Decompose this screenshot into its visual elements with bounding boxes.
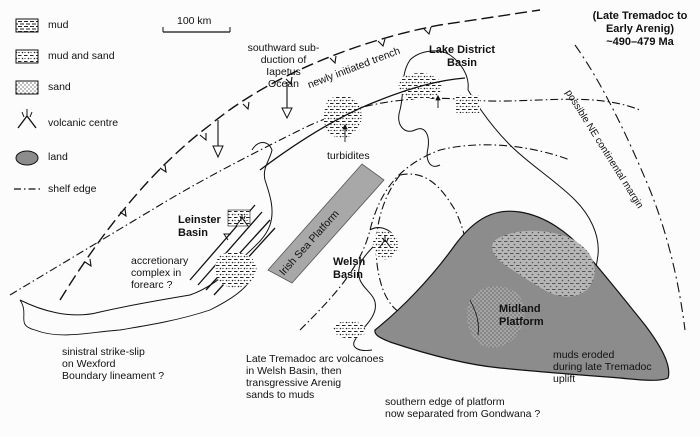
- muds-eroded-label: muds eroded during late Tremadoc uplift: [553, 349, 652, 385]
- turbidites-label: turbidites: [327, 150, 370, 162]
- age-label: (Late Tremadoc to Early Arenig) ~490–479…: [592, 10, 688, 48]
- sinistral-label: sinistral strike-slip on Wexford Boundar…: [62, 346, 165, 382]
- scale-bar-line: [162, 27, 231, 33]
- midland-platform-land: [374, 210, 670, 381]
- coast-wales: [353, 244, 376, 351]
- legend-volcanic-icon: [17, 109, 37, 129]
- sediment-patch-welsh: [372, 230, 398, 260]
- legend: [14, 18, 40, 190]
- subduction-arrowhead-2: [212, 145, 224, 159]
- southern-edge-label: southern edge of platform now separated …: [385, 396, 541, 420]
- midland-sand-patch: [466, 286, 525, 348]
- legend-label-land: land: [48, 151, 68, 163]
- midland-platform-label: Midland Platform: [499, 303, 544, 328]
- coast-ireland-south: [19, 279, 251, 336]
- scale-bar-label: 100 km: [177, 15, 212, 27]
- midland-river: [469, 299, 479, 336]
- lake-district-label: Lake District Basin: [428, 44, 496, 69]
- legend-label-mud-sand: mud and sand: [48, 50, 115, 62]
- accretionary-label: accretionary complex in forearc ?: [131, 255, 189, 291]
- lake-district-fault: [259, 77, 466, 171]
- midland-mudsand-patch: [492, 230, 595, 297]
- legend-label-mud: mud: [48, 19, 69, 31]
- legend-swatch-sand: [15, 80, 39, 95]
- legend-swatch-mud-sand: [15, 49, 39, 64]
- continental-margin-line: [574, 44, 686, 331]
- sediment-patch-welsh-south: [333, 320, 366, 339]
- trench-barbs: [84, 26, 432, 268]
- irish-sea-platform: [267, 163, 385, 284]
- coast-ireland: [19, 142, 273, 316]
- sediment-patch-lake-east: [456, 95, 480, 113]
- volcanic-centre-icon: [378, 236, 392, 249]
- volcanic-centre-icon: [235, 214, 249, 227]
- trench-line: [59, 9, 541, 301]
- subduction-label: southward sub- duction of Iapetus Ocean: [247, 42, 320, 90]
- legend-label-volcanic: volcanic centre: [48, 117, 119, 129]
- coast-lake-district: [398, 109, 441, 167]
- late-tremadoc-label: Late Tremadoc arc volcanoes in Welsh Bas…: [246, 353, 384, 401]
- legend-swatch-land: [15, 150, 39, 166]
- leinster-basin-label: Leinster Basin: [178, 214, 221, 239]
- shelf-edge-inner: [299, 144, 571, 331]
- legend-swatch-mud: [15, 18, 39, 33]
- sediment-patch-leinster: [215, 252, 257, 289]
- legend-label-shelf: shelf edge: [48, 183, 97, 195]
- subduction-arrowhead-1: [281, 107, 293, 120]
- legend-label-sand: sand: [48, 81, 71, 93]
- welsh-basin-label: Welsh Basin: [333, 256, 366, 281]
